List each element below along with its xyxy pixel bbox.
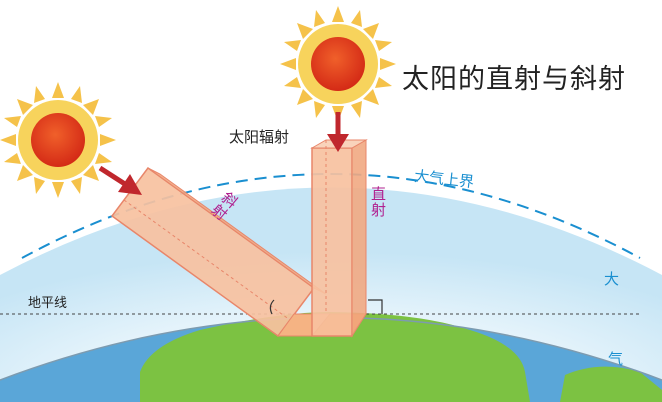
right-angle-icon bbox=[368, 299, 383, 314]
solar-radiation-label: 太阳辐射 bbox=[229, 128, 290, 146]
diagram-title: 太阳的直射与斜射 bbox=[402, 64, 626, 95]
land bbox=[140, 312, 530, 402]
atmosphere-label-da: 大 bbox=[604, 270, 620, 288]
arrow-icon bbox=[327, 112, 349, 152]
arrow-icon bbox=[98, 165, 142, 195]
direct-label: 直射 bbox=[371, 185, 387, 219]
horizon-label: 地平线 bbox=[28, 296, 68, 311]
atmosphere-label-qi: 气 bbox=[608, 350, 624, 368]
sun-icon bbox=[0, 82, 116, 198]
sun-icon bbox=[280, 6, 396, 122]
land-east bbox=[560, 366, 662, 402]
angle-arc bbox=[269, 299, 275, 315]
direct-beam bbox=[310, 139, 368, 338]
earth bbox=[0, 312, 662, 402]
